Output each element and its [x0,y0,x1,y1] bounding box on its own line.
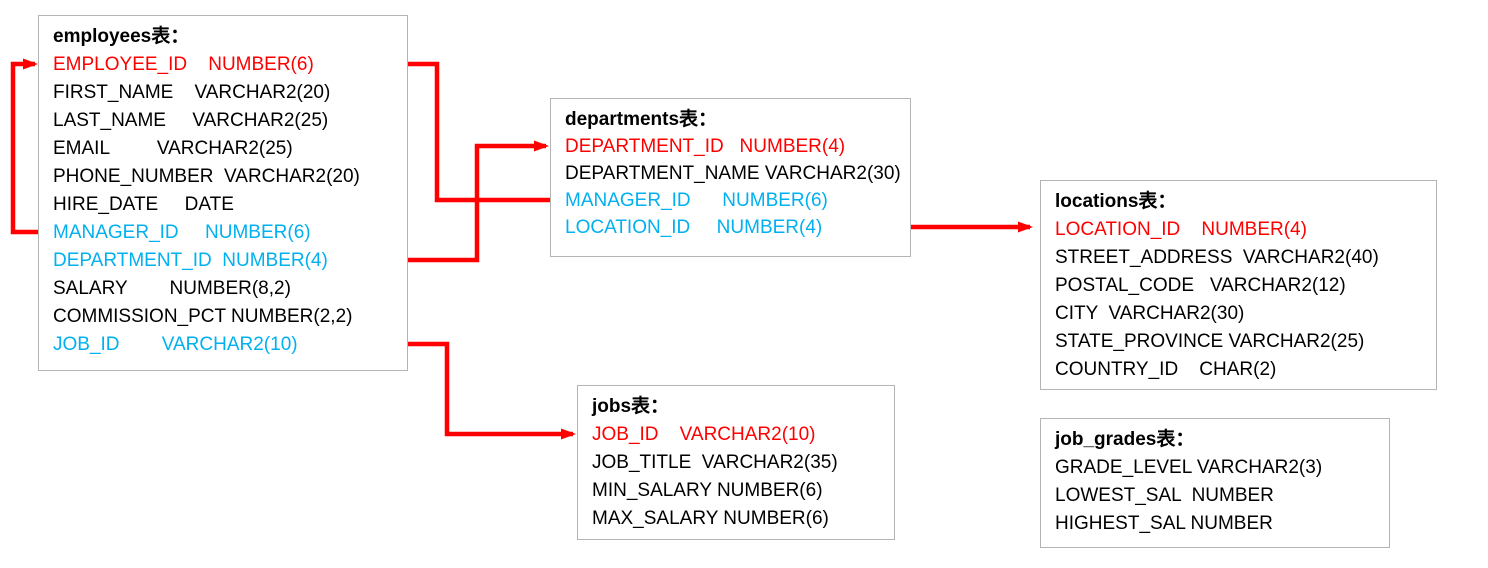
column-row: GRADE_LEVEL VARCHAR2(3) [1055,457,1323,478]
column-row: LOCATION_ID NUMBER(4) [1055,219,1307,240]
table-employees: employees表： EMPLOYEE_ID NUMBER(6) FIRST_N… [38,15,408,371]
table-columns: JOB_ID VARCHAR2(10) JOB_TITLE VARCHAR2(35… [592,421,894,533]
column-row: JOB_TITLE VARCHAR2(35) [592,452,838,473]
column-row: HIGHEST_SAL NUMBER [1055,513,1273,534]
column-row: CITY VARCHAR2(30) [1055,303,1245,324]
table-departments: departments表： DEPARTMENT_ID NUMBER(4)DEP… [550,98,911,257]
column-row: SALARY NUMBER(8,2) [53,278,291,299]
column-row: POSTAL_CODE VARCHAR2(12) [1055,275,1346,296]
column-row: EMAIL VARCHAR2(25) [53,138,293,159]
table-title: departments表： [565,109,718,130]
column-row: STATE_PROVINCE VARCHAR2(25) [1055,331,1365,352]
table-title: employees表： [53,26,190,47]
table-title: jobs表： [592,396,670,417]
table-jobs: jobs表： JOB_ID VARCHAR2(10) JOB_TITLE VARC… [577,385,895,540]
column-row: PHONE_NUMBER VARCHAR2(20) [53,166,360,187]
column-row: DEPARTMENT_ID NUMBER(4) [565,136,846,157]
column-row: COUNTRY_ID CHAR(2) [1055,359,1277,380]
column-row: COMMISSION_PCT NUMBER(2,2) [53,306,353,327]
column-row: LOCATION_ID NUMBER(4) [565,217,823,238]
column-row: MANAGER_ID NUMBER(6) [565,190,828,211]
column-row: HIRE_DATE DATE [53,194,234,215]
column-row: DEPARTMENT_NAME VARCHAR2(30) [565,163,901,184]
column-row: MIN_SALARY NUMBER(6) [592,480,823,501]
column-row: LAST_NAME VARCHAR2(25) [53,110,329,131]
column-row: FIRST_NAME VARCHAR2(20) [53,82,331,103]
column-row: STREET_ADDRESS VARCHAR2(40) [1055,247,1379,268]
table-locations: locations表： LOCATION_ID NUMBER(4) STREET_… [1040,180,1437,390]
table-columns: GRADE_LEVEL VARCHAR2(3) LOWEST_SAL NUMBER… [1055,454,1389,538]
column-row: MANAGER_ID NUMBER(6) [53,222,311,243]
column-row: LOWEST_SAL NUMBER [1055,485,1274,506]
column-row: JOB_ID VARCHAR2(10) [592,424,816,445]
table-columns: DEPARTMENT_ID NUMBER(4) DEPARTMENT_NAME V… [565,133,910,241]
table-columns: EMPLOYEE_ID NUMBER(6) FIRST_NAME VARCHAR2… [53,51,407,359]
table-columns: LOCATION_ID NUMBER(4) STREET_ADDRESS VARC… [1055,216,1436,384]
column-row: MAX_SALARY NUMBER(6) [592,508,829,529]
table-title: job_grades表： [1055,429,1195,450]
table-title: locations表： [1055,191,1177,212]
column-row: EMPLOYEE_ID NUMBER(6) [53,54,314,75]
column-row: DEPARTMENT_ID NUMBER(4) [53,250,328,271]
column-row: JOB_ID VARCHAR2(10) [53,334,298,355]
table-job-grades: job_grades表： GRADE_LEVEL VARCHAR2(3) LOWE… [1040,418,1390,548]
